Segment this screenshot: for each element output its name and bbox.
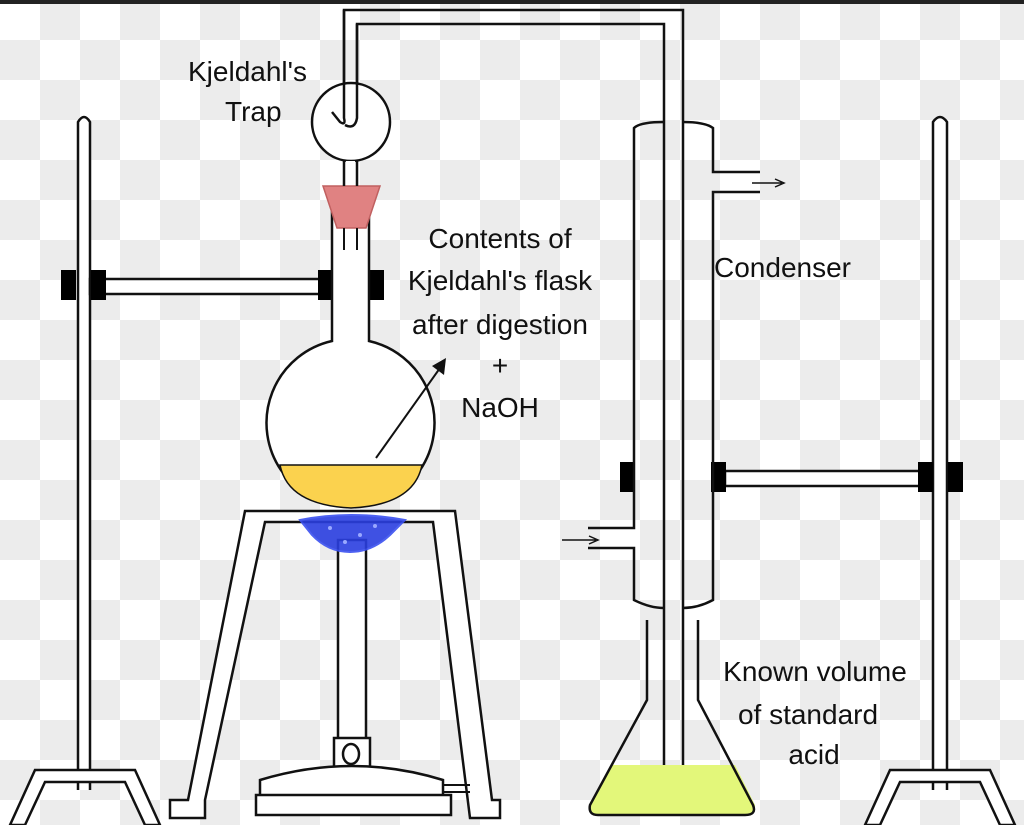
right-clamp-block [948,462,963,492]
flame [298,514,408,554]
conical-flask [588,620,756,817]
left-retort-stand [8,115,384,825]
delivery-tube-outer [342,8,685,782]
right-clamp-block [711,462,726,492]
kjeldahl-trap [310,10,392,186]
trap-label: Trap [225,96,282,127]
contents-label: after digestion [412,309,588,340]
left-clamp-block [370,270,384,300]
top-bar [0,0,1024,4]
delivery-tube-inner [355,22,666,782]
air-hole [341,742,361,766]
left-clamp-block [91,270,106,300]
contents-label: Contents of [428,223,572,254]
contents-label: + [491,350,509,381]
condenser-label: Condenser [714,252,851,283]
acid-label: of standard [737,699,879,730]
bunsen-burner [254,538,470,817]
pointer-arrow [375,367,441,459]
acid-label: Known volume [723,656,907,687]
condenser [562,120,786,610]
contents-label: NaOH [461,392,539,423]
right-clamp-block [620,462,634,492]
left-clamp-block [61,270,76,300]
digest-liquid [279,464,423,509]
kjeldahl-flask [265,205,436,509]
right-retort-stand [620,115,1017,825]
contents-label: Kjeldahl's flask [407,265,593,296]
water-out-arrow [752,178,786,188]
acid-liquid [589,765,755,815]
right-clamp-block [918,462,933,492]
rubber-stopper [321,185,382,229]
left-clamp-block [318,270,332,300]
acid-label: acid [788,739,840,770]
water-in-arrow [562,535,600,545]
trap-label: Kjeldahl's [188,56,307,87]
